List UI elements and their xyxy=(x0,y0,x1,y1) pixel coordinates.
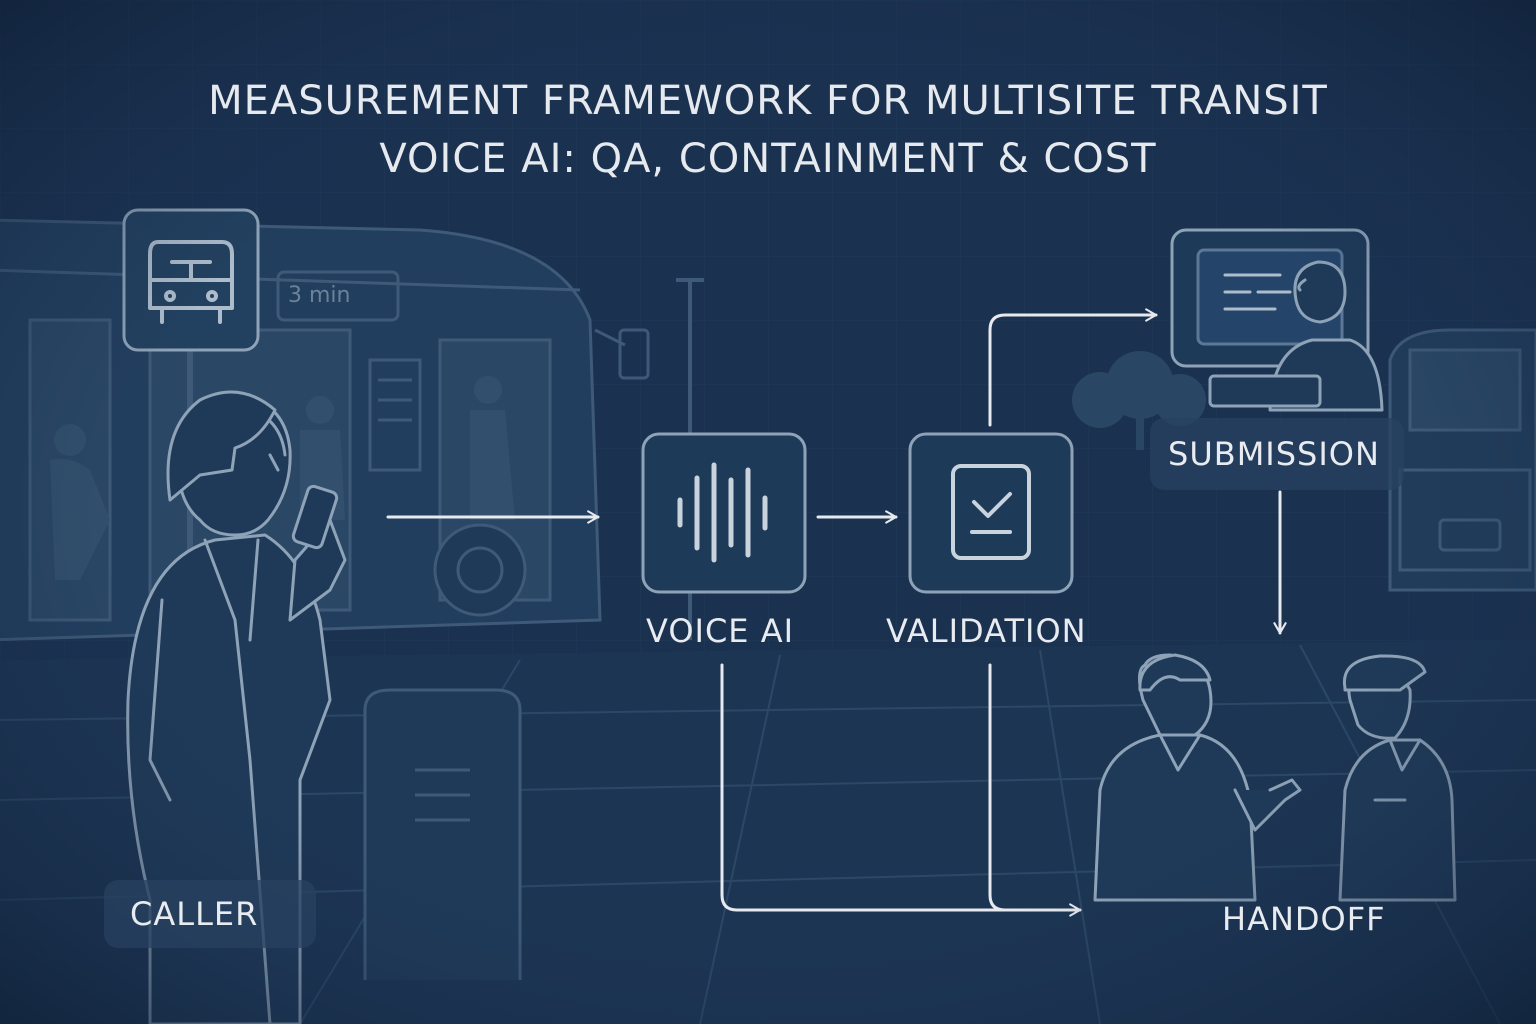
title-line-2: VOICE AI: QA, CONTAINMENT & COST xyxy=(379,136,1157,182)
voice-ai-label: VOICE AI xyxy=(646,612,795,650)
page-title: MEASUREMENT FRAMEWORK FOR MULTISITE TRAN… xyxy=(0,72,1536,188)
submission-label: SUBMISSION xyxy=(1168,435,1380,473)
caller-label-background xyxy=(104,880,316,948)
title-line-1: MEASUREMENT FRAMEWORK FOR MULTISITE TRAN… xyxy=(208,78,1328,124)
caller-label: CALLER xyxy=(130,895,259,933)
handoff-label: HANDOFF xyxy=(1222,900,1386,938)
validation-label: VALIDATION xyxy=(886,612,1087,650)
submission-label-background xyxy=(1150,418,1404,490)
bus-arrival-sign: 3 min xyxy=(288,283,351,308)
